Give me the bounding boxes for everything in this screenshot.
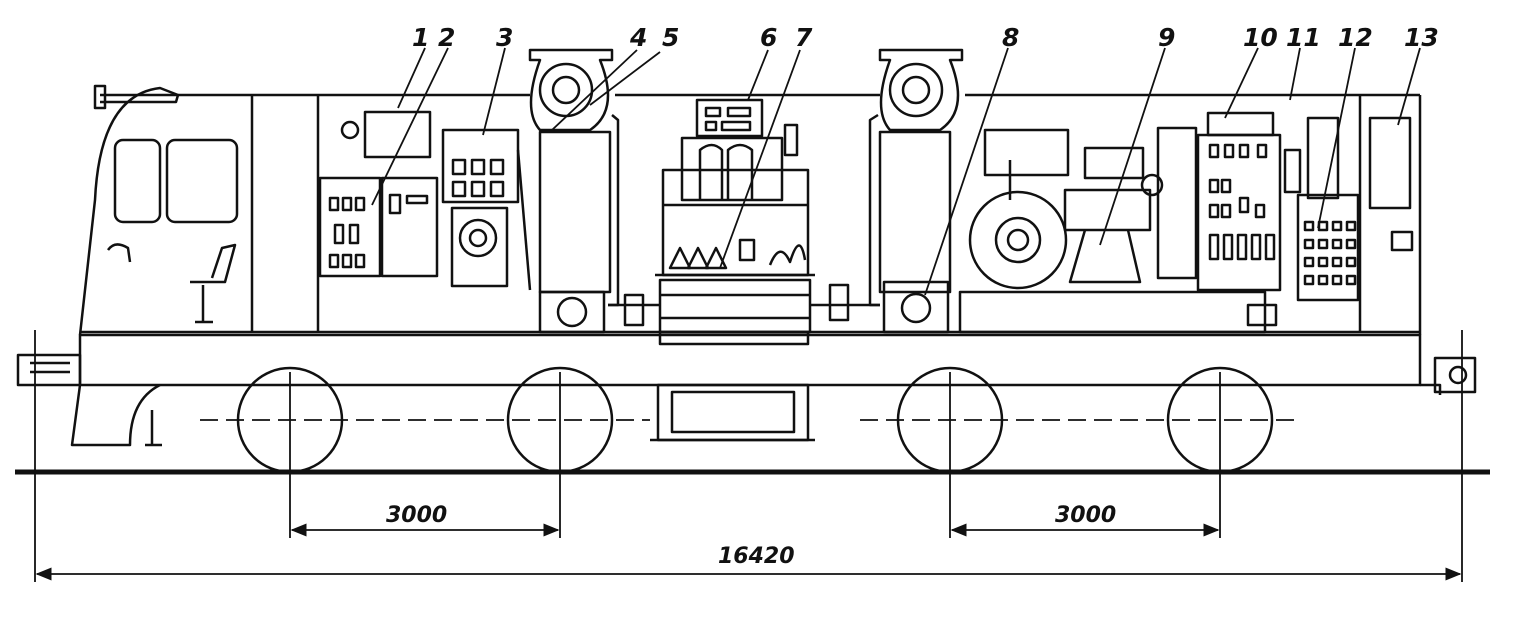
diesel-engine	[655, 98, 815, 346]
traction-generator	[958, 128, 1278, 334]
cab	[106, 138, 239, 324]
callout-1: 1	[412, 23, 429, 52]
leader-lines	[371, 47, 1421, 296]
main-frame	[16, 333, 1477, 447]
traction-motor-blower-right	[810, 48, 964, 334]
dim-bogie-left: 3000	[386, 503, 447, 528]
callout-2: 2	[438, 23, 455, 52]
callout-11: 11	[1286, 23, 1321, 52]
callout-8: 8	[1002, 23, 1019, 52]
traction-motor-blower-left	[528, 48, 660, 334]
electrical-cabinets-right	[1156, 111, 1360, 302]
callout-12: 12	[1338, 23, 1373, 52]
rear-cab-panel	[1368, 116, 1414, 252]
callout-6: 6	[760, 23, 777, 52]
fuel-tank	[650, 383, 815, 442]
callout-9: 9	[1158, 23, 1175, 52]
callout-5: 5	[662, 23, 679, 52]
callout-10: 10	[1243, 23, 1278, 52]
electrical-cabinets-left	[318, 110, 532, 291]
callout-3: 3	[496, 23, 513, 52]
dim-bogie-right: 3000	[1055, 503, 1116, 528]
dimension-values: 3000 3000 16420	[386, 503, 1116, 569]
callout-4: 4	[629, 23, 647, 52]
dimension-lines	[15, 330, 1490, 582]
callout-labels: 1 2 3 4 5 6 7 8 9 10 11 12 13	[412, 23, 1439, 52]
callout-7: 7	[795, 23, 813, 52]
dim-overall-length: 16420	[718, 544, 795, 569]
callout-13: 13	[1404, 23, 1439, 52]
